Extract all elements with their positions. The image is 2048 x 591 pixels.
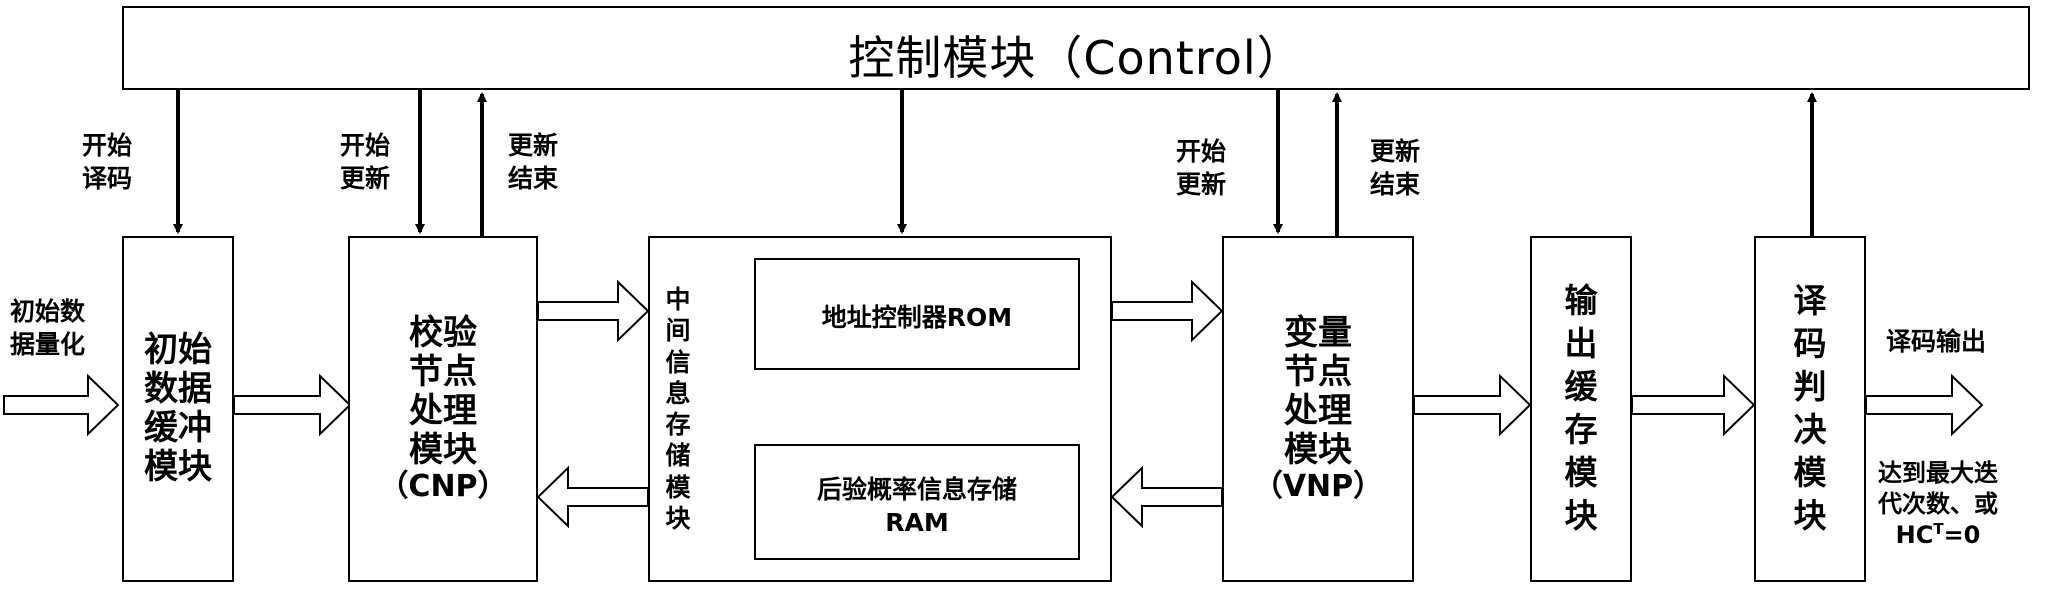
hollow-arrow-cnp-to-memory xyxy=(537,279,650,343)
output-buffer-label: 输 出 缓 存 模 块 xyxy=(1564,281,1598,535)
hollow-arrow-init-to-cnp xyxy=(233,373,352,437)
label-stop-condition: 达到最大迭 代次数、或 HCT=0 xyxy=(1878,459,1998,550)
control-module: 控制模块（Control） xyxy=(122,6,2030,90)
address-rom-label: 地址控制器ROM xyxy=(821,303,1013,332)
vnp-module: 变量 节点 处理 模块 （VNP） xyxy=(1222,236,1414,582)
hollow-arrow-input xyxy=(3,373,120,437)
hollow-arrow-memory-to-vnp xyxy=(1111,279,1224,343)
label-input-quantization: 初始数据量化 xyxy=(10,297,86,359)
label-cnp-update-end: 更新结束 xyxy=(508,131,559,193)
control-module-title: 控制模块（Control） xyxy=(848,31,1304,85)
decode-decision-module: 译 码 判 决 模 块 xyxy=(1754,236,1866,582)
init-buffer-module: 初始 数据 缓冲 模块 xyxy=(122,236,234,582)
label-decode-output: 译码输出 xyxy=(1886,327,1987,356)
cnp-label: 校验 节点 处理 模块 （CNP） xyxy=(378,312,508,504)
posterior-ram-block: 后验概率信息存储 RAM xyxy=(754,444,1080,560)
intermediate-storage-module: 中 间 信 息 存 储 模 块 地址控制器ROM 后验概率信息存储 RAM xyxy=(648,236,1112,582)
decode-decision-label: 译 码 判 决 模 块 xyxy=(1793,281,1827,535)
output-buffer-module: 输 出 缓 存 模 块 xyxy=(1530,236,1632,582)
vnp-label: 变量 节点 处理 模块 （VNP） xyxy=(1252,312,1384,504)
posterior-ram-label-1: 后验概率信息存储 xyxy=(816,475,1017,504)
intermediate-storage-label: 中 间 信 息 存 储 模 块 xyxy=(665,285,691,533)
init-buffer-label: 初始 数据 缓冲 模块 xyxy=(144,329,212,488)
hollow-arrow-memory-to-cnp xyxy=(536,465,649,529)
address-rom-block: 地址控制器ROM xyxy=(754,258,1080,370)
label-cnp-start-update: 开始更新 xyxy=(340,131,391,193)
hollow-arrow-vnp-to-memory xyxy=(1110,465,1223,529)
posterior-ram-label-2: RAM xyxy=(885,508,949,537)
label-start-decode: 开始译码 xyxy=(82,131,133,193)
hollow-arrow-output-to-decision xyxy=(1631,373,1756,437)
cnp-module: 校验 节点 处理 模块 （CNP） xyxy=(348,236,538,582)
label-vnp-start-update: 开始更新 xyxy=(1176,137,1227,199)
hollow-arrow-vnp-to-output xyxy=(1413,373,1532,437)
hollow-arrow-decode-output xyxy=(1865,373,1984,437)
label-vnp-update-end: 更新结束 xyxy=(1370,137,1421,199)
